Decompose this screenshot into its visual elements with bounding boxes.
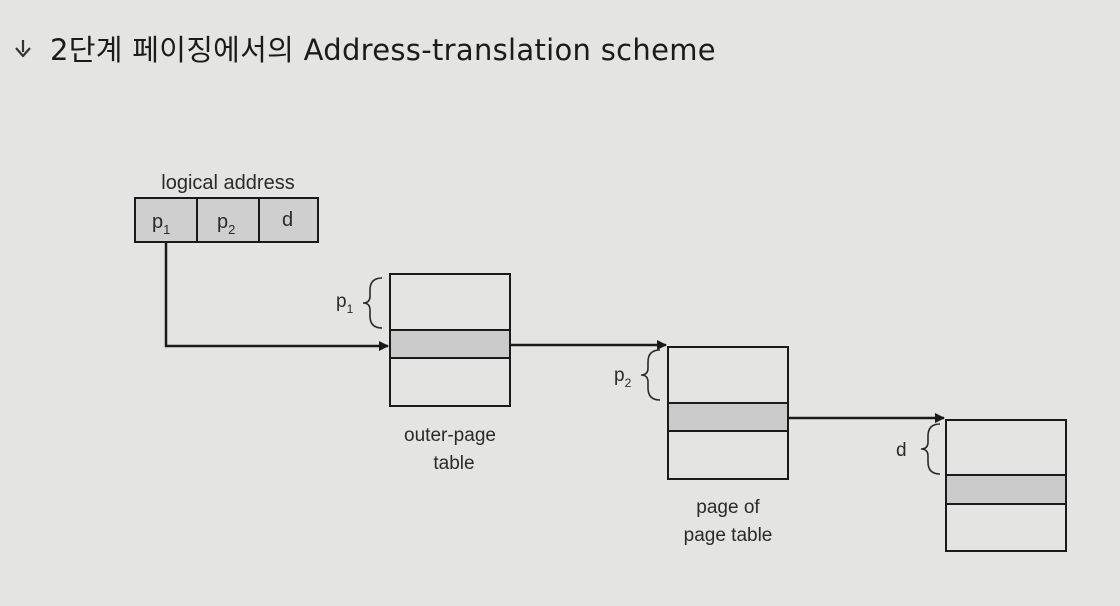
logical-address-label: logical address <box>161 172 294 194</box>
outer-table-entry <box>389 329 511 359</box>
outer-table-name-line2: table <box>433 453 474 474</box>
outer-page-table <box>389 273 511 407</box>
physical-page-offset-label: d <box>896 440 907 461</box>
logical-address-fields: p1 p2 d <box>134 197 319 243</box>
outer-table-name-line1: outer-page <box>404 425 496 446</box>
brace-p1 <box>362 277 383 329</box>
page-of-page-table <box>667 346 789 480</box>
brace-p2 <box>640 349 661 401</box>
page-table-offset-label: p2 <box>614 365 632 390</box>
page-table-entry <box>667 402 789 432</box>
page-table-name-line2: page table <box>684 525 773 546</box>
physical-page-entry <box>945 474 1067 505</box>
field-d-label: d <box>282 209 293 231</box>
outer-table-offset-label: p1 <box>336 291 354 316</box>
arrow-bullet-icon <box>15 40 31 58</box>
field-d-box <box>258 197 319 243</box>
field-p1-label: p1 <box>152 211 170 237</box>
physical-page <box>945 419 1067 552</box>
page-table-name-line1: page of <box>696 497 760 518</box>
field-p2-label: p2 <box>217 211 235 237</box>
arrow-p1-to-outer-table <box>164 242 389 351</box>
title-text: 2단계 페이징에서의 Address-translation scheme <box>50 33 716 67</box>
brace-d <box>920 423 941 475</box>
slide-title: 2단계 페이징에서의 Address-translation scheme <box>10 26 716 70</box>
